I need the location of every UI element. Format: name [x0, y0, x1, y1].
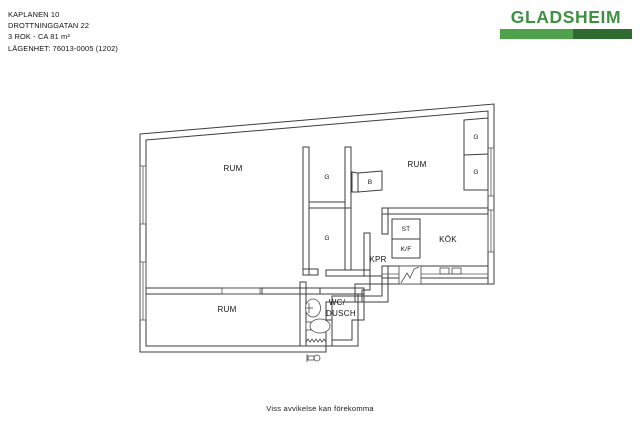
room-label-kpr: KPR — [369, 255, 386, 264]
closet-label-g-right-upper: G — [473, 134, 478, 141]
cabinet-label-kf: K/F — [401, 246, 412, 253]
closet-block-middle — [302, 146, 371, 277]
door-opening-left-room — [221, 287, 261, 295]
room-labels: RUM RUM RUM KÖK KPR WC/ DUSCH — [217, 160, 457, 318]
floorplan-canvas: RUM RUM RUM KÖK KPR WC/ DUSCH G G G G B … — [0, 62, 640, 382]
address-line-room-spec: 3 ROK - CA 81 m² — [8, 32, 70, 42]
cabinet-block-st-kf — [391, 218, 421, 259]
toilet-icon — [305, 318, 331, 334]
brand-wordmark: GLADSHEIM — [510, 7, 622, 27]
room-label-rum-upper-right: RUM — [407, 160, 426, 169]
address-line-street: DROTTNINGGATAN 22 — [8, 21, 90, 31]
washbasin-icon — [305, 298, 321, 318]
room-label-wc-dusch-line2: DUSCH — [326, 309, 356, 318]
room-label-rum-upper-left: RUM — [223, 164, 242, 173]
closet-block-right — [463, 117, 489, 191]
address-block: KAPLANEN 10 DROTTNINGGATAN 22 3 ROK - CA… — [8, 9, 118, 54]
interior-wall-mid-horizontal — [145, 287, 321, 295]
balcony-door-marker — [351, 170, 383, 193]
floorplan-svg: RUM RUM RUM KÖK KPR WC/ DUSCH G G G G B … — [139, 103, 495, 362]
cabinet-label-st: ST — [402, 226, 411, 233]
room-label-wc-dusch-line1: WC/ — [329, 298, 346, 307]
window-left-upper — [139, 165, 147, 225]
bathroom-step-wall — [331, 319, 359, 347]
interior-wall-kpr — [363, 232, 371, 277]
address-line-property: KAPLANEN 10 — [8, 10, 60, 19]
brand-bar-light-segment — [500, 29, 573, 39]
window-right-upper — [487, 147, 495, 197]
window-left-lower — [139, 261, 147, 321]
interior-wall-kitchen-top — [381, 207, 489, 235]
window-right-lower — [487, 209, 495, 253]
kitchen-counter — [381, 265, 489, 285]
brand-logo: GLADSHEIM — [500, 8, 632, 39]
balcony-label-b: B — [368, 179, 373, 186]
closet-label-g-right-lower: G — [473, 169, 478, 176]
closet-label-g-mid-lower: G — [324, 235, 329, 242]
interior-wall-kitchen-bottom — [354, 275, 383, 303]
brand-bar-dark-segment — [572, 29, 632, 39]
page-header: KAPLANEN 10 DROTTNINGGATAN 22 3 ROK - CA… — [0, 0, 640, 62]
room-label-rum-lower-left: RUM — [217, 305, 236, 314]
brand-logo-bar — [500, 29, 632, 39]
interior-wall-upper-left — [302, 146, 310, 276]
sink-icon — [439, 267, 462, 275]
stove-icon — [398, 265, 422, 285]
page-footer: Viss avvikelse kan förekomma — [0, 398, 640, 416]
radiator-icon — [306, 354, 321, 362]
disclaimer-note: Viss avvikelse kan förekomma — [266, 404, 374, 413]
room-label-kok: KÖK — [439, 235, 457, 244]
shower-drain-icon — [305, 338, 327, 343]
address-line-apartment-id: LÄGENHET: 76013-0005 (1202) — [8, 43, 119, 53]
closet-label-g-mid-upper: G — [324, 174, 329, 181]
closet-labels: G G G G B ST K/F — [324, 134, 478, 253]
